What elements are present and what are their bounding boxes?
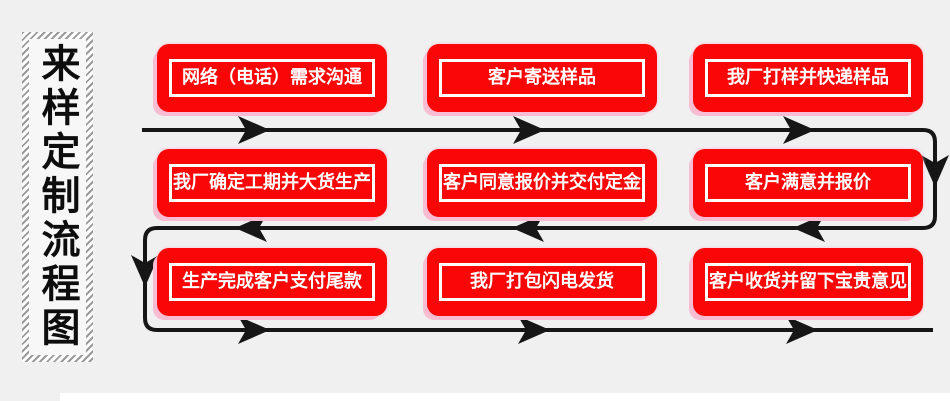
flow-step-1-3: 我厂打样并快递样品 [693,44,923,112]
flow-step-label: 我厂打样并快递样品 [705,59,911,97]
flow-step-label: 客户寄送样品 [439,59,645,97]
arrow-down-icon [921,155,949,187]
flow-step-label: 客户收货并留下宝贵意见 [705,263,911,301]
flow-step-label: 我厂确定工期并大货生产 [169,164,375,202]
arrow-right-icon [513,116,545,144]
arrow-right-icon [783,116,815,144]
flow-connector-line [142,128,937,332]
arrow-left-icon [512,214,544,242]
flow-step-3-2: 我厂打包闪电发货 [427,248,657,316]
bottom-white-strip [60,393,950,401]
flow-step-1-1: 网络（电话）需求沟通 [157,44,387,112]
flow-step-3-1: 生产完成客户支付尾款 [157,248,387,316]
arrow-down-icon [131,255,159,287]
flowchart-title-box: 来样定制流程图 [22,32,93,362]
arrow-right-icon [238,316,270,344]
flow-step-label: 网络（电话）需求沟通 [169,59,375,97]
flow-step-2-2: 客户同意报价并交付定金 [427,149,657,217]
arrow-left-icon [793,214,825,242]
arrow-right-icon [786,316,818,344]
arrow-left-icon [235,214,267,242]
arrow-right-icon [518,316,550,344]
flow-step-1-2: 客户寄送样品 [427,44,657,112]
arrow-right-icon [238,116,270,144]
flowchart-title-inner: 来样定制流程图 [29,39,86,355]
flow-step-label: 客户同意报价并交付定金 [439,164,645,202]
flow-step-label: 客户满意并报价 [705,164,911,202]
flow-step-label: 我厂打包闪电发货 [439,263,645,301]
flow-step-label: 生产完成客户支付尾款 [169,263,375,301]
flowchart-title: 来样定制流程图 [35,43,80,351]
flow-step-2-1: 我厂确定工期并大货生产 [157,149,387,217]
flow-step-2-3: 客户满意并报价 [693,149,923,217]
flow-step-3-3: 客户收货并留下宝贵意见 [693,248,923,316]
